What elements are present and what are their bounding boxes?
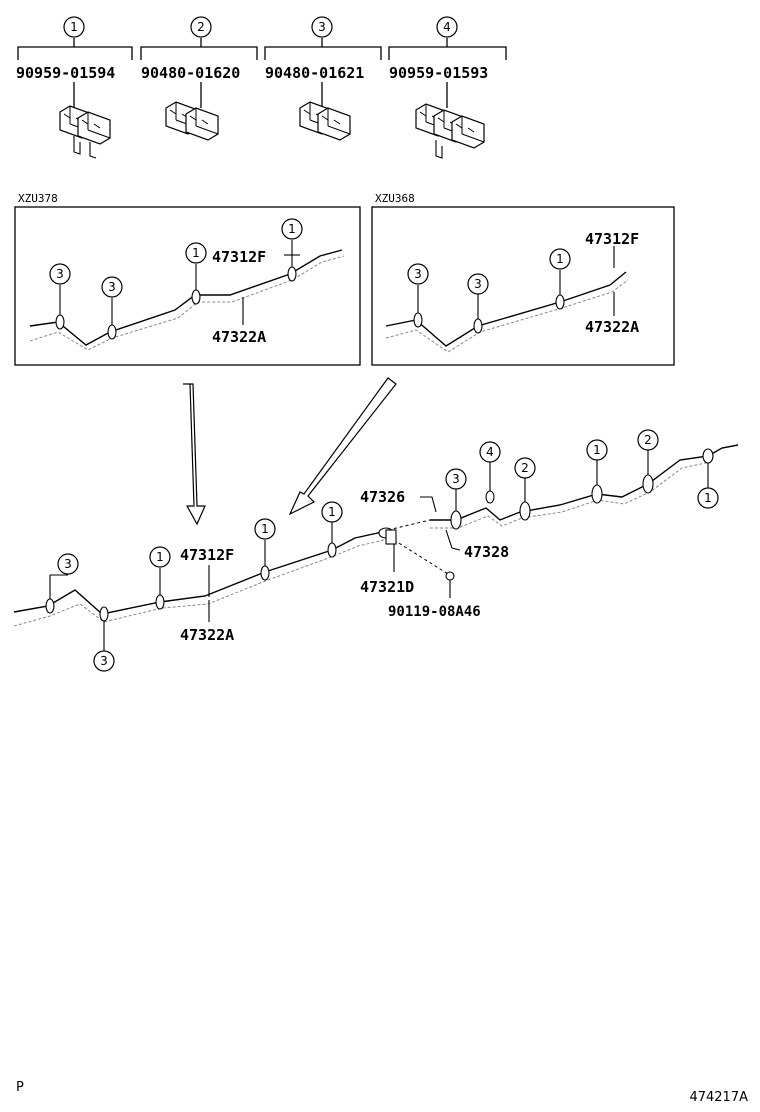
clamp-3-number: 3	[318, 20, 326, 34]
svg-text:1: 1	[593, 443, 601, 457]
variant-left-part-a[interactable]: 47312F	[212, 248, 266, 266]
main-part-47312f[interactable]: 47312F	[180, 546, 234, 564]
clamp-1-callout: 1	[63, 16, 85, 38]
svg-text:1: 1	[288, 222, 296, 236]
main-assembly: 3 3 1 1 1 3 4 2	[13, 429, 739, 672]
clamp-1-bracket	[17, 38, 133, 108]
svg-text:3: 3	[100, 654, 108, 668]
variant-right-part-b[interactable]: 47322A	[585, 318, 639, 336]
footer-left-code: P	[16, 1080, 24, 1095]
variant-left-marker-1: 3	[49, 263, 71, 285]
svg-text:1: 1	[261, 522, 269, 536]
clamp-4-drawing	[415, 103, 485, 159]
main-marker-1: 3	[57, 553, 79, 575]
variant-left-marker-2: 3	[101, 276, 123, 298]
clamp-3-bracket	[264, 38, 382, 108]
clamp-4-bracket	[388, 38, 507, 108]
svg-text:3: 3	[108, 280, 116, 294]
variant-left-model: XZU378	[18, 192, 58, 205]
variant-xzu378: XZU378 3 3 1	[14, 192, 361, 366]
variant-left-clips	[55, 266, 297, 340]
main-marker-10: 2	[637, 429, 659, 451]
variant-right-marker-1: 3	[407, 263, 429, 285]
svg-text:1: 1	[156, 550, 164, 564]
variant-right-marker-2: 3	[467, 273, 489, 295]
main-part-bolt[interactable]: 90119-08A46	[388, 604, 481, 620]
variant-left-part-b[interactable]: 47322A	[212, 328, 266, 346]
main-part-47326[interactable]: 47326	[360, 488, 405, 506]
clamp-2-callout: 2	[190, 16, 212, 38]
variant-left-marker-4: 1	[281, 218, 303, 240]
main-marker-2: 3	[93, 650, 115, 672]
footer-illustration-number: 474217A	[689, 1090, 748, 1105]
clamp-2-part-number[interactable]: 90480-01620	[141, 64, 240, 82]
main-marker-9: 1	[586, 439, 608, 461]
svg-text:3: 3	[64, 557, 72, 571]
clamp-3-callout: 3	[311, 16, 333, 38]
main-part-47321d[interactable]: 47321D	[360, 578, 414, 596]
variant-right-part-a[interactable]: 47312F	[585, 230, 639, 248]
variant-right-model: XZU368	[375, 192, 415, 205]
svg-text:1: 1	[328, 505, 336, 519]
clamp-4-part-number[interactable]: 90959-01593	[389, 64, 488, 82]
variant-xzu368: XZU368 3 3 1 47312F	[371, 192, 675, 366]
svg-text:2: 2	[521, 461, 529, 475]
clamp-2-number: 2	[197, 20, 205, 34]
clamp-3-drawing	[299, 101, 351, 141]
clamp-2-drawing	[165, 101, 219, 141]
main-marker-6: 3	[445, 468, 467, 490]
main-marker-3: 1	[149, 546, 171, 568]
clamp-legend: 1 2 3 4 90959-01594 90480-01620 90480-01…	[16, 16, 507, 159]
svg-text:1: 1	[704, 491, 712, 505]
main-marker-11: 1	[697, 487, 719, 509]
clamp-1-number: 1	[70, 20, 78, 34]
arrow-down-left-variant	[183, 383, 206, 526]
arrow-down-right-variant	[288, 377, 397, 516]
svg-text:1: 1	[192, 246, 200, 260]
svg-text:2: 2	[644, 433, 652, 447]
main-marker-7: 4	[479, 441, 501, 463]
svg-text:1: 1	[556, 252, 564, 266]
svg-text:4: 4	[486, 445, 494, 459]
variant-right-marker-3: 1	[549, 248, 571, 270]
clamp-3-part-number[interactable]: 90480-01621	[265, 64, 364, 82]
svg-text:3: 3	[56, 267, 64, 281]
clamp-1-drawing	[59, 105, 111, 159]
variant-left-pipe	[29, 249, 345, 351]
main-part-47328[interactable]: 47328	[464, 543, 509, 561]
main-part-47322a[interactable]: 47322A	[180, 626, 234, 644]
main-marker-8: 2	[514, 457, 536, 479]
clamp-1-part-number[interactable]: 90959-01594	[16, 64, 115, 82]
clamp-4-callout: 4	[436, 16, 458, 38]
main-marker-4: 1	[254, 518, 276, 540]
svg-text:3: 3	[474, 277, 482, 291]
clamp-2-bracket	[140, 38, 258, 108]
svg-text:3: 3	[452, 472, 460, 486]
variant-left-marker-3: 1	[185, 242, 207, 264]
svg-text:3: 3	[414, 267, 422, 281]
main-marker-5: 1	[321, 501, 343, 523]
clamp-4-number: 4	[443, 20, 451, 34]
